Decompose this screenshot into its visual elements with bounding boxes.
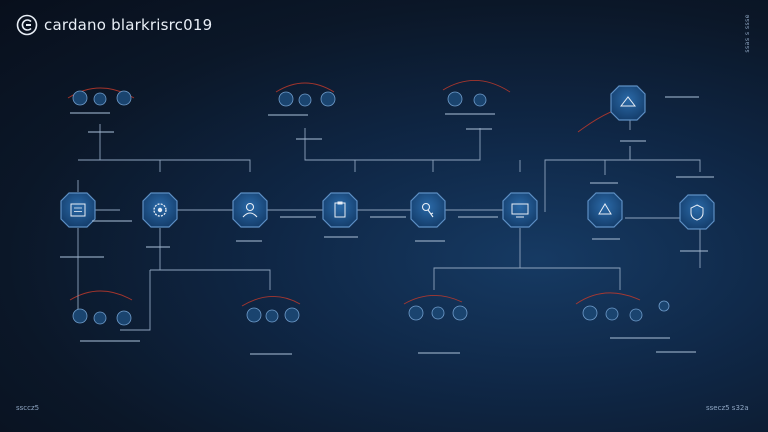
label-marks	[60, 96, 714, 355]
footer-left-text: ssccz5	[16, 404, 40, 412]
shield-icon	[690, 204, 704, 221]
monitor-icon	[511, 203, 529, 215]
node-monitor[interactable]	[502, 192, 538, 228]
brand-logo-icon	[16, 14, 38, 36]
node-top-right[interactable]	[610, 85, 646, 121]
main-nodes	[60, 85, 715, 230]
node-gear[interactable]	[142, 192, 178, 228]
gear-icon	[153, 203, 167, 217]
brand-name: cardano blarkrisrc019	[44, 16, 213, 34]
node-clipboard[interactable]	[322, 192, 358, 228]
node-server[interactable]	[587, 192, 623, 228]
node-user[interactable]	[232, 192, 268, 228]
key-icon	[421, 202, 431, 212]
node-key[interactable]	[410, 192, 446, 228]
document-icon	[70, 203, 86, 217]
brand: cardano blarkrisrc019	[16, 14, 212, 36]
icon-clusters	[72, 90, 670, 326]
user-icon	[245, 202, 255, 212]
connectors	[77, 120, 701, 331]
alert-icon	[619, 96, 637, 107]
warning-icon	[598, 203, 612, 215]
node-shield[interactable]	[679, 194, 715, 230]
node-document[interactable]	[60, 192, 96, 228]
footer-right-text: ssecz5 s32a	[706, 404, 749, 412]
